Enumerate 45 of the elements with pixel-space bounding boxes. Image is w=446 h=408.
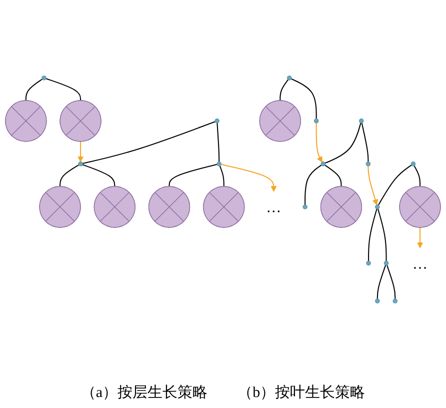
connector [46,78,82,100]
connector [376,264,386,299]
connector [324,122,362,164]
connector [219,166,224,186]
node-circle [214,118,220,124]
arrow [220,164,277,192]
node-circle [302,204,308,210]
node-circle [216,162,222,166]
node-circle [358,118,364,124]
connector [168,164,218,186]
connector [304,164,322,205]
caption-text: （a）按层生长策略 [80,384,208,402]
arrow [78,141,84,162]
arrow [368,166,378,206]
node-circle [410,162,416,166]
node-circle [384,260,389,266]
node-circle [314,118,319,124]
connector [361,122,369,162]
arrow [417,227,424,248]
connector [386,264,396,299]
connector [414,165,421,186]
connector [82,164,116,186]
connector [216,122,220,162]
caption-text: （b）按叶生长策略 [238,384,366,402]
connector [377,208,387,262]
node-circle [375,204,380,210]
connector [324,164,342,186]
node-circle [366,260,371,266]
connector [82,121,216,164]
node-circle [320,162,326,166]
connector [291,78,317,119]
arrow [316,123,322,162]
connector [378,164,412,206]
node-circle [78,162,83,166]
connector [25,78,43,100]
node-circle [42,76,46,80]
node-circle [286,76,292,80]
node-circle [366,162,371,166]
connector [368,208,378,262]
node-text: … [412,254,428,272]
node-text: … [266,198,282,216]
node-circle [392,298,398,304]
node-circle [375,298,380,304]
connector [280,79,289,100]
connector [60,164,80,186]
